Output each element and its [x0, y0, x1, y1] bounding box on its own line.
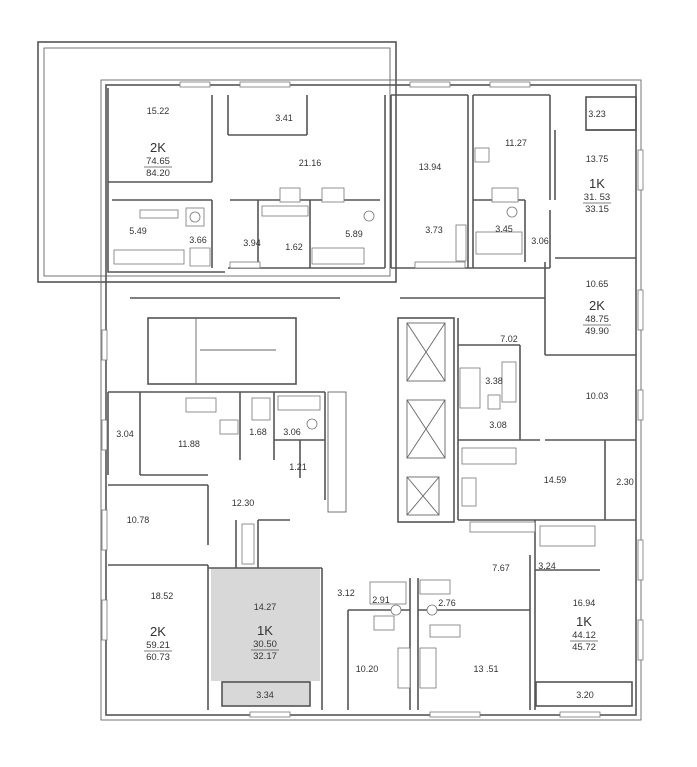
room-area: 18.52: [151, 591, 174, 601]
unit-type: 1K: [576, 614, 592, 629]
unit-summary: 1K 31. 53 33.15: [583, 176, 611, 215]
room-area: 2.91: [372, 595, 390, 605]
room-area: 3.41: [275, 113, 293, 123]
room-area: 14.59: [544, 475, 567, 485]
room-area: 3.04: [116, 429, 134, 439]
unit-summary: 1K 44.12 45.72: [570, 614, 598, 653]
room-area: 2.76: [438, 598, 456, 608]
room-area: 3.12: [337, 588, 355, 598]
room-area: 12.30: [232, 498, 255, 508]
room-area: 3.06: [283, 427, 301, 437]
bathroom-fixtures: [113, 147, 596, 689]
unit-total-area: 33.15: [585, 204, 609, 215]
room-area: 5.89: [345, 229, 363, 239]
outer-walls: [100, 79, 642, 721]
room-area: 7.02: [500, 334, 518, 344]
unit-living-area: 48.75: [585, 314, 609, 325]
unit-type: 2K: [589, 298, 605, 313]
unit-total-area: 49.90: [585, 326, 609, 337]
interior-walls: [107, 88, 636, 710]
room-area: 3.94: [243, 238, 261, 248]
unit-total-area: 32.17: [253, 651, 277, 662]
room-area: 21.16: [299, 158, 322, 168]
room-area: 13.94: [419, 162, 442, 172]
room-area: 16.94: [573, 598, 596, 608]
room-area: 3.08: [489, 420, 507, 430]
room-area: 3.34: [256, 690, 274, 700]
room-area: 1.21: [289, 462, 307, 472]
unit-summary: 1K 30.50 32.17: [251, 623, 279, 662]
unit-living-area: 74.65: [146, 156, 170, 167]
unit-living-area: 30.50: [253, 639, 277, 650]
room-area: 5.49: [129, 226, 147, 236]
unit-living-area: 44.12: [572, 630, 596, 641]
room-area: 1.62: [285, 242, 303, 252]
unit-total-area: 84.20: [146, 168, 170, 179]
room-area: 7.67: [492, 563, 510, 573]
room-area: 3.20: [576, 690, 594, 700]
room-area: 15.22: [147, 106, 170, 116]
room-area: 14.27: [254, 602, 277, 612]
room-area: 3.23: [588, 109, 606, 119]
room-area: 13 .51: [473, 664, 498, 674]
unit-total-area: 60.73: [146, 652, 170, 663]
windows: [101, 81, 644, 718]
room-area: 10.20: [356, 664, 379, 674]
unit-summaries: 2K 74.65 84.20 1K 31. 53 33.15 2K 48.75 …: [144, 140, 611, 663]
terrace: [37, 41, 397, 283]
unit-summary: 2K 48.75 49.90: [583, 298, 611, 337]
room-area: 1.68: [249, 427, 267, 437]
unit-living-area: 31. 53: [584, 192, 610, 203]
unit-living-area: 59.21: [146, 640, 170, 651]
unit-summary: 2K 59.21 60.73: [144, 624, 172, 663]
room-area: 3.73: [425, 225, 443, 235]
room-area: 11.88: [178, 439, 200, 449]
room-area: 10.65: [586, 279, 609, 289]
room-area: 2.30: [616, 477, 634, 487]
room-area: 13.75: [586, 154, 609, 164]
room-area: 3.24: [538, 561, 556, 571]
room-labels: 15.22 3.41 21.16 13.94 11.27 3.23 13.75 …: [116, 106, 634, 700]
unit-total-area: 45.72: [572, 642, 596, 653]
room-area: 11.27: [505, 138, 527, 148]
unit-type: 2K: [150, 624, 166, 639]
unit-type: 1K: [589, 176, 605, 191]
unit-type: 1K: [257, 623, 273, 638]
room-area: 10.78: [127, 515, 150, 525]
room-area: 3.66: [189, 235, 207, 245]
highlighted-unit: [211, 568, 320, 706]
unit-summary: 2K 74.65 84.20: [144, 140, 172, 179]
unit-type: 2K: [150, 140, 166, 155]
room-area: 3.38: [485, 376, 503, 386]
room-area: 3.45: [495, 224, 513, 234]
room-area: 3.06: [531, 236, 549, 246]
room-area: 10.03: [586, 391, 609, 401]
